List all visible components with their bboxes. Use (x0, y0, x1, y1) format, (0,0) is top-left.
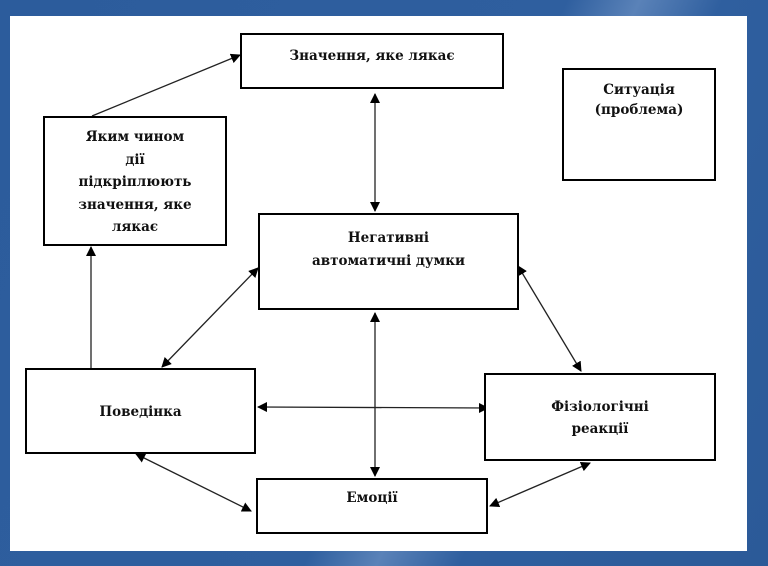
node-meaning-label: Значення, яке лякає (289, 48, 455, 64)
node-actions-line: значення, яке (78, 196, 192, 213)
node-thoughts: Негативні автоматичні думки (258, 213, 519, 310)
node-physiology-line: Фізіологічні (551, 399, 649, 415)
node-situation-line: Ситуація (603, 82, 675, 98)
node-situation-line: (проблема) (594, 102, 684, 118)
node-actions-line: підкріплюють (78, 174, 192, 190)
node-behavior: Поведінка (25, 368, 256, 454)
node-physiology-line: реакції (571, 421, 629, 437)
node-actions-line: Яким чином (85, 129, 185, 145)
node-situation: Ситуація (проблема) (562, 68, 716, 181)
node-physiology: Фізіологічні реакції (484, 373, 716, 461)
arrow-thoughts-behavior (161, 267, 259, 368)
node-emotions: Емоції (256, 478, 488, 534)
node-behavior-label: Поведінка (99, 404, 182, 420)
node-actions: Яким чином дії підкріплюють значення, як… (43, 116, 227, 246)
arrow-actions-to-meaning (91, 53, 241, 117)
node-thoughts-line: Негативні (347, 230, 430, 246)
node-actions-line: дії (125, 151, 145, 168)
node-meaning: Значення, яке лякає (240, 33, 504, 89)
arrow-physiology-emotions (489, 461, 591, 508)
node-actions-line: лякає (111, 219, 159, 235)
node-thoughts-line: автоматичні думки (311, 253, 466, 269)
node-emotions-label: Емоції (346, 490, 398, 506)
arrow-behavior-emotions (135, 453, 252, 512)
arrow-behavior-physiology (257, 402, 489, 413)
arrow-thoughts-physiology (517, 265, 582, 372)
